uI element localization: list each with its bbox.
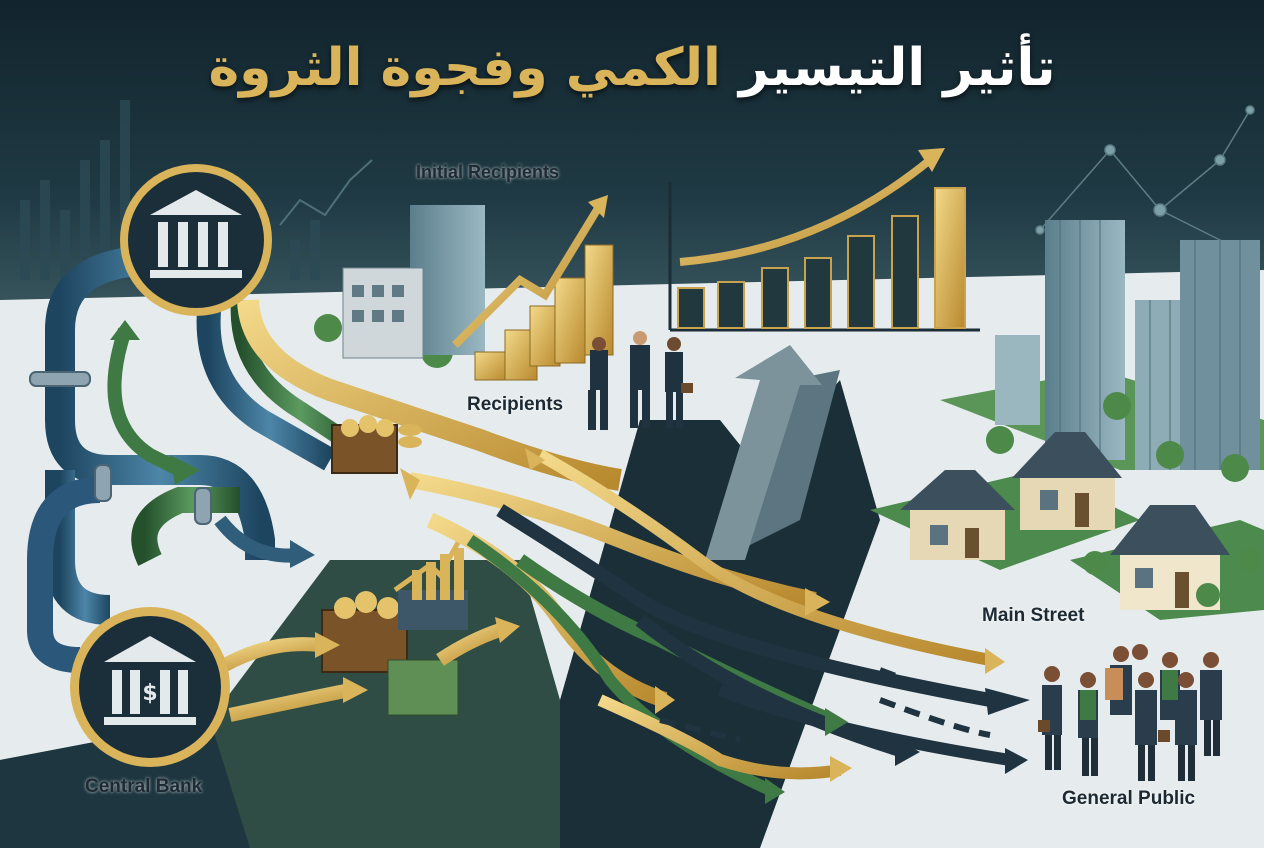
general-public-crowd <box>1038 644 1222 781</box>
label-recipients: Recipients <box>467 394 564 415</box>
recipient-buildings <box>342 205 485 359</box>
label-general-public: General Public <box>1062 788 1196 809</box>
label-initial-recipients: Initial Recipients <box>416 162 560 182</box>
title-part-2: الكمي وفجوة الثروة <box>208 38 721 98</box>
gold-flow-top <box>237 299 622 491</box>
large-gray-arrow <box>705 345 822 560</box>
title-part-1: تأثير التيسير <box>738 38 1056 98</box>
label-main-street: Main Street <box>982 605 1085 626</box>
page-title: تأثير التيسير الكمي وفجوة الثروة <box>0 38 1264 98</box>
central-bank-bottom: $ <box>70 607 230 767</box>
rising-bar-chart <box>668 148 980 332</box>
bg-bars-left <box>20 100 320 280</box>
bg-trend-line <box>279 159 373 226</box>
wealth-flow-arrows <box>408 449 1011 796</box>
recipient-trend-arrow <box>452 202 604 348</box>
gold-arrows-bottom-left <box>221 623 503 722</box>
central-bank-top <box>120 164 272 316</box>
svg-text:$: $ <box>142 681 157 706</box>
label-central-bank: Central Bank <box>85 776 203 797</box>
businesspeople <box>588 331 693 430</box>
gold-bars <box>474 244 614 381</box>
green-left-arrow <box>107 327 184 477</box>
treasure-chest-top <box>331 415 422 474</box>
skyscrapers <box>995 220 1260 470</box>
